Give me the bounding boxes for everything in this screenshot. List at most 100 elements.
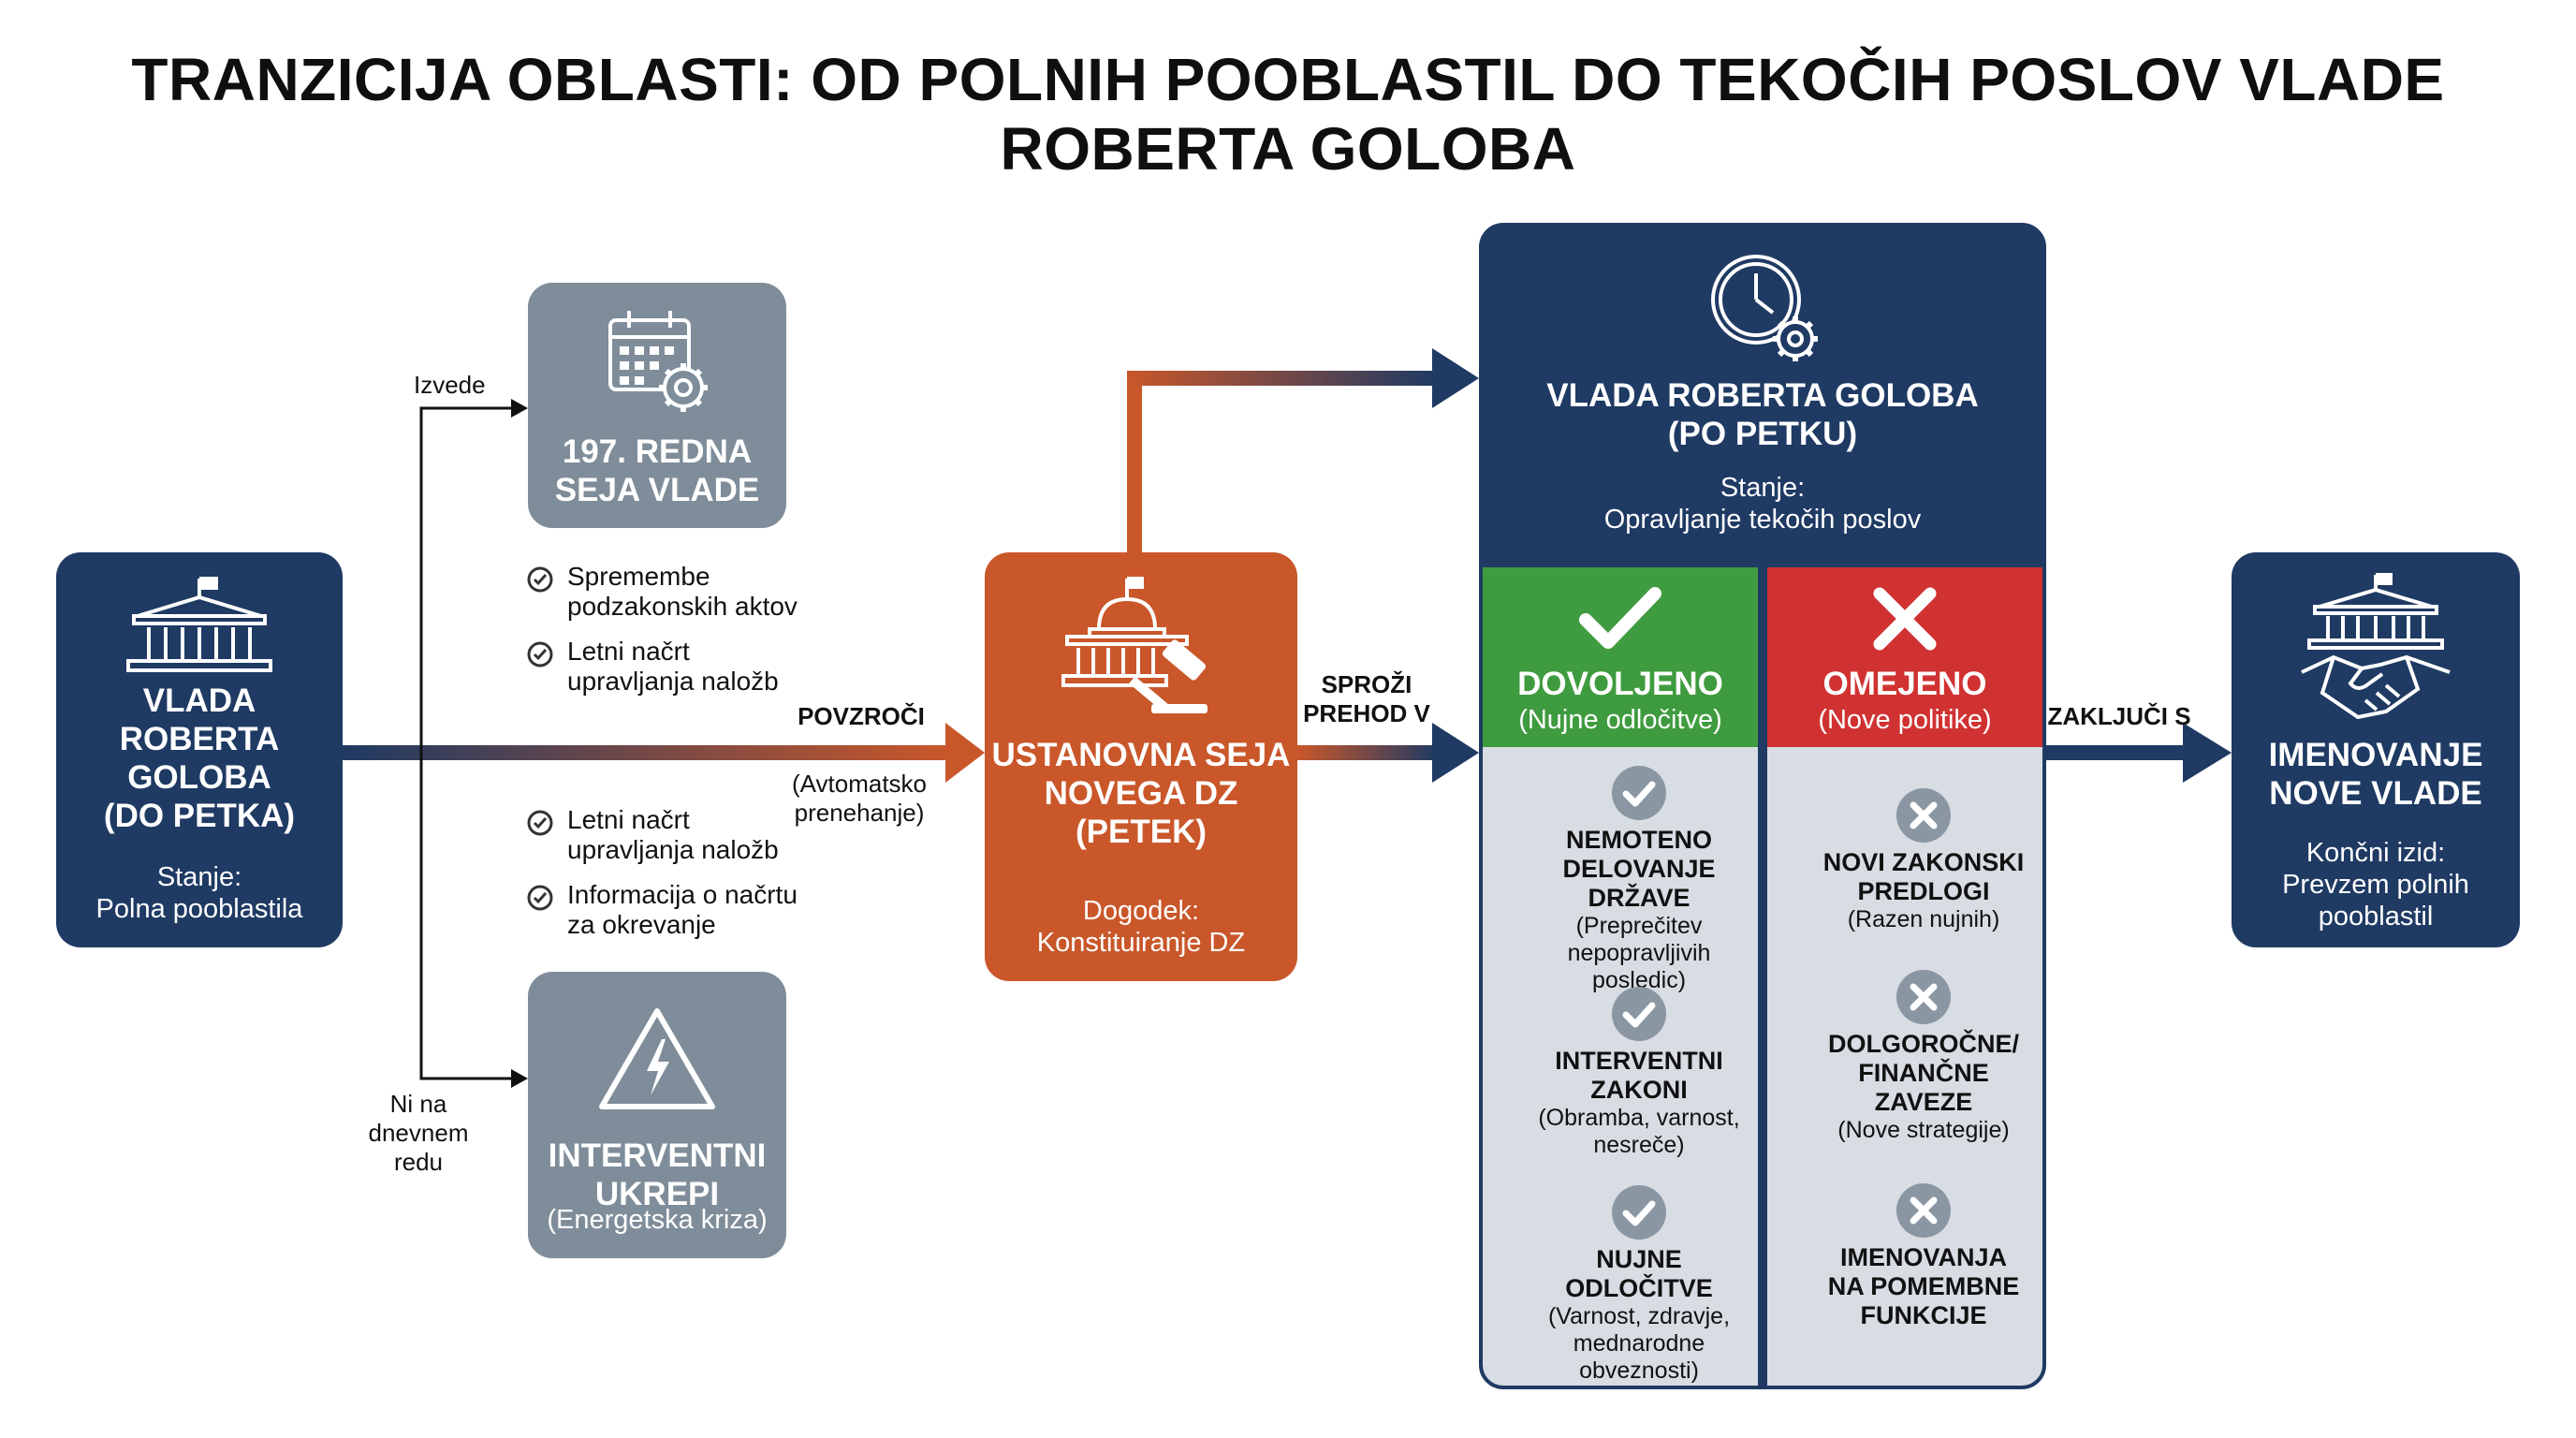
omejeno-item-2-title-2: FINANČNE xyxy=(1858,1059,1989,1087)
seja-item-1: Spremembe podzakonskih aktov xyxy=(527,562,798,622)
seja-item-2-line-2: upravljanja naložb xyxy=(567,667,779,696)
capitol-gavel-icon xyxy=(1061,577,1208,713)
dovoljeno-item-3-sub-1: (Varnost, zdravje, xyxy=(1547,1303,1731,1329)
vlada-after-title-1: VLADA ROBERTA GOLOBA xyxy=(1546,377,1979,414)
omejeno-item-2-title-1: DOLGOROČNE/ xyxy=(1827,1030,2019,1058)
imenovanje-result-label: Končni izid: xyxy=(2305,838,2446,868)
povzroci-note-line-2: prenehanje) xyxy=(794,799,925,827)
dovoljeno-item-2-title-2: ZAKONI xyxy=(1590,1076,1688,1104)
imenovanje-title-1: IMENOVANJE xyxy=(2268,737,2483,773)
vlada-after-panel: VLADA ROBERTA GOLOBA (PO PETKU) Stanje: … xyxy=(1479,223,2046,1389)
omejeno-item-2: DOLGOROČNE/ FINANČNE ZAVEZE (Nove strate… xyxy=(1805,968,2042,1144)
ni-na-line-2: dnevnem xyxy=(368,1119,469,1147)
seja-item-4: Informacija o načrtu za okrevanje xyxy=(527,880,798,940)
dovoljeno-item-2: INTERVENTNI ZAKONI (Obramba, varnost, ne… xyxy=(1520,985,1758,1159)
check-circle-icon xyxy=(527,885,553,911)
imenovanje-result-value-2: pooblastil xyxy=(2318,902,2434,932)
interventni-title-1: INTERVENTNI xyxy=(548,1137,767,1174)
omejeno-item-3: IMENOVANJA NA POMEMBNE FUNKCIJE xyxy=(1805,1181,2042,1330)
ustanovna-title-2: NOVEGA DZ xyxy=(1044,775,1238,812)
dovoljeno-item-1: NEMOTENO DELOVANJE DRŽAVE (Preprečitev n… xyxy=(1520,764,1758,994)
omejeno-item-1-title-1: NOVI ZAKONSKI xyxy=(1822,848,2025,876)
dovoljeno-subtitle: (Nujne odločitve) xyxy=(1518,705,1722,735)
dovoljeno-item-3-title-1: NUJNE ODLOČITVE xyxy=(1565,1245,1713,1302)
vlada-before-state-label: Stanje: xyxy=(156,862,242,892)
government-building-icon xyxy=(126,577,272,672)
seja-item-3: Letni načrt upravljanja naložb xyxy=(527,805,779,865)
dovoljeno-item-1-sub-1: (Preprečitev xyxy=(1575,913,1703,939)
vlada-before-state-value: Polna pooblastila xyxy=(95,894,303,924)
omejeno-header: OMEJENO (Nove politike) xyxy=(1767,567,2042,747)
cross-circle-icon xyxy=(1896,788,1951,843)
vlada-after-state-value: Opravljanje tekočih poslov xyxy=(1603,505,1922,535)
cross-circle-icon xyxy=(1896,970,1951,1024)
omejeno-item-1-title-2: PREDLOGI xyxy=(1857,877,1990,905)
vlada-after-state-label: Stanje: xyxy=(1720,473,1806,503)
sprozi-line-1: SPROŽI xyxy=(1321,670,1412,698)
ni-na-line-3: redu xyxy=(393,1148,444,1176)
check-circle-icon xyxy=(527,641,553,668)
interventni-subtitle: (Energetska kriza) xyxy=(547,1205,768,1235)
omejeno-item-3-title-3: FUNKCIJE xyxy=(1860,1301,1987,1329)
seja-item-4-line-2: za okrevanje xyxy=(567,910,716,939)
page-title: TRANZICIJA OBLASTI: OD POLNIH POOBLASTIL… xyxy=(131,46,2445,183)
imenovanje-title-2: NOVE VLADE xyxy=(2269,775,2482,812)
vlada-after-title-2: (PO PETKU) xyxy=(1667,416,1858,452)
dovoljeno-item-2-sub-1: (Obramba, varnost, xyxy=(1538,1105,1740,1131)
calendar-gear-icon xyxy=(608,311,708,412)
vlada-before-title-4: (DO PETKA) xyxy=(103,798,296,834)
imenovanje-result-value-1: Prevzem polnih xyxy=(2282,870,2469,900)
povzroci-label: POVZROČI xyxy=(798,702,925,730)
seja-item-2-line-1: Letni načrt xyxy=(567,637,690,666)
building-handshake-icon xyxy=(2301,573,2451,720)
ustanovna-seja-box: USTANOVNA SEJA NOVEGA DZ (PETEK) Dogodek… xyxy=(985,552,1297,981)
check-circle-icon xyxy=(1612,987,1666,1041)
omejeno-subtitle: (Nove politike) xyxy=(1818,705,1992,735)
seja-item-3-line-1: Letni načrt xyxy=(567,805,690,834)
seja-item-4-line-1: Informacija o načrtu xyxy=(567,880,798,909)
dovoljeno-item-3-sub-2: mednarodne xyxy=(1573,1330,1705,1357)
ustanovna-event-value: Konstituiranje DZ xyxy=(1036,928,1246,958)
omejeno-item-2-sub-1: (Nove strategije) xyxy=(1837,1117,2010,1143)
seja-item-2: Letni načrt upravljanja naložb xyxy=(527,637,779,697)
arrow-to-vlada-after xyxy=(1127,348,1479,552)
zakljuci-label: ZAKLJUČI S xyxy=(2047,702,2191,730)
check-circle-icon xyxy=(1612,1185,1666,1240)
ustanovna-event-label: Dogodek: xyxy=(1082,896,1200,926)
povzroci-note-line-1: (Avtomatsko xyxy=(791,770,927,798)
ni-na-dnevnem-redu-label: Ni na dnevnem redu xyxy=(367,1090,470,1177)
sprozi-label: SPROŽI PREHOD V xyxy=(1301,670,1432,728)
dovoljeno-item-3-sub-3: obveznosti) xyxy=(1579,1357,1699,1384)
seja-item-3-line-2: upravljanja naložb xyxy=(567,835,779,864)
arrow-povzroci xyxy=(343,723,985,783)
vlada-before-title-3: GOLOBA xyxy=(127,759,271,796)
omejeno-item-1-sub-1: (Razen nujnih) xyxy=(1847,906,2000,932)
arrow-sprozi xyxy=(1297,723,1479,783)
arrow-zakljuci xyxy=(2046,723,2232,783)
sprozi-line-2: PREHOD V xyxy=(1303,699,1430,727)
povzroci-note: (Avtomatsko prenehanje) xyxy=(784,770,934,828)
ustanovna-title-3: (PETEK) xyxy=(1076,814,1207,850)
ni-na-line-1: Ni na xyxy=(389,1090,447,1118)
cross-icon xyxy=(1873,587,1937,651)
seja197-box: 197. REDNA SEJA VLADE xyxy=(528,283,786,528)
seja-item-1-line-2: podzakonskih aktov xyxy=(567,592,798,621)
seja-item-1-line-1: Spremembe xyxy=(567,562,710,591)
omejeno-item-1: NOVI ZAKONSKI PREDLOGI (Razen nujnih) xyxy=(1805,786,2042,933)
dovoljeno-item-1-title-3: DRŽAVE xyxy=(1588,884,1690,912)
omejeno-title: OMEJENO xyxy=(1822,666,1987,702)
warning-lightning-icon xyxy=(599,1008,715,1109)
seja197-title-1: 197. REDNA xyxy=(562,433,753,470)
dovoljeno-title: DOVOLJENO xyxy=(1517,666,1723,702)
omejeno-column: OMEJENO (Nove politike) NOVI ZAKONSKI PR… xyxy=(1767,567,2042,1386)
dovoljeno-item-3: NUJNE ODLOČITVE (Varnost, zdravje, medna… xyxy=(1520,1183,1758,1385)
check-icon xyxy=(1579,587,1661,649)
check-circle-icon xyxy=(527,810,553,836)
check-circle-icon xyxy=(527,566,553,593)
dovoljeno-item-2-title-1: INTERVENTNI xyxy=(1555,1047,1723,1075)
dovoljeno-column: DOVOLJENO (Nujne odločitve) NEMOTENO DEL… xyxy=(1483,567,1758,1386)
dovoljeno-item-2-sub-2: nesreče) xyxy=(1593,1132,1685,1158)
branch-lines xyxy=(419,406,513,1080)
seja197-title-2: SEJA VLADE xyxy=(554,472,760,508)
vlada-before-title-2: ROBERTA xyxy=(119,721,280,757)
